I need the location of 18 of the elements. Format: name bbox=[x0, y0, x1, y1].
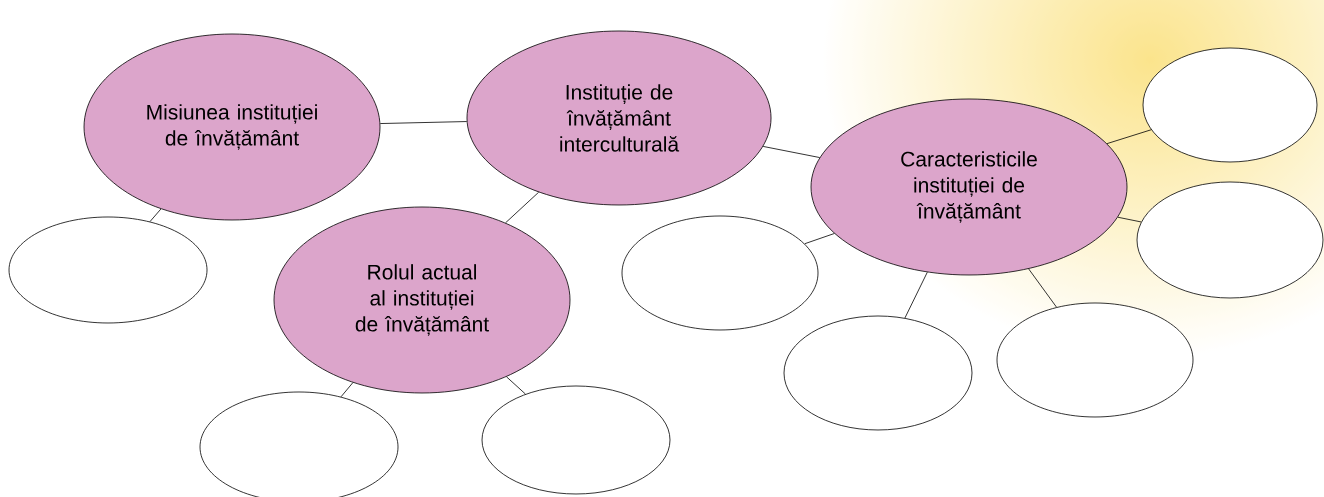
connector-line bbox=[1106, 129, 1152, 145]
empty-ellipse bbox=[481, 385, 671, 495]
connector-line bbox=[149, 208, 162, 222]
empty-ellipse bbox=[621, 215, 819, 331]
empty-ellipse bbox=[783, 315, 973, 431]
empty-ellipse bbox=[1142, 47, 1318, 163]
connector-line bbox=[1117, 216, 1142, 223]
empty-ellipse bbox=[996, 302, 1194, 418]
connector-line bbox=[1028, 268, 1057, 308]
connector-line bbox=[505, 191, 540, 224]
connector-line bbox=[804, 233, 835, 245]
connector-line bbox=[762, 146, 821, 158]
empty-ellipse bbox=[8, 216, 208, 324]
connector-line bbox=[379, 121, 468, 124]
connector-line bbox=[904, 271, 928, 319]
connector-line bbox=[506, 376, 526, 395]
empty-ellipse bbox=[1136, 181, 1324, 299]
connector-line bbox=[340, 382, 354, 398]
